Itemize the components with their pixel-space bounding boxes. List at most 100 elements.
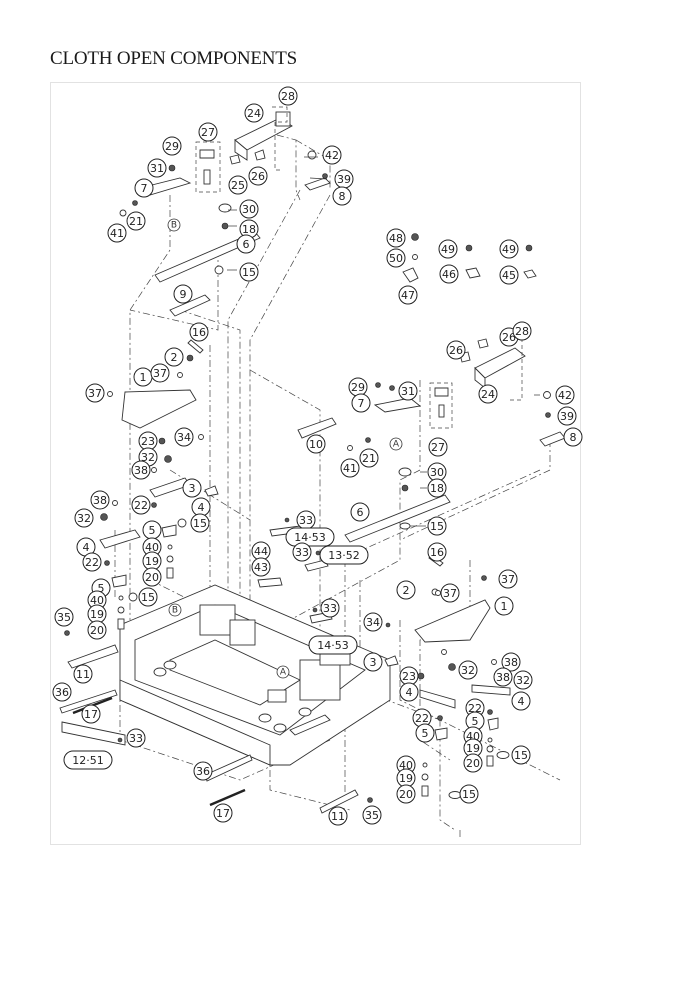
callout-part-49: 49 <box>438 239 458 259</box>
callout-label: 31 <box>401 385 415 398</box>
callout-bubble <box>399 682 419 702</box>
callout-bubble <box>174 427 194 447</box>
callout-part-20: 20 <box>87 620 107 640</box>
callout-bubble <box>173 284 193 304</box>
reference-label: A <box>393 440 400 450</box>
callout-part-36: 36 <box>193 761 213 781</box>
callout-bubble <box>244 103 264 123</box>
callout-label: 11 <box>331 810 345 823</box>
callout-label: 28 <box>515 325 529 338</box>
callout-bubble <box>439 264 459 284</box>
callout-bubble <box>63 750 113 770</box>
callout-label: 33 <box>295 546 309 559</box>
callout-part-6: 6 <box>350 502 370 522</box>
callout-part-24: 24 <box>478 384 498 404</box>
callout-label: 17 <box>84 708 98 721</box>
callout-label: 41 <box>343 462 357 475</box>
callout-part-17: 17 <box>213 803 233 823</box>
callout-bubble <box>512 321 532 341</box>
callout-label: 47 <box>401 289 415 302</box>
callout-label: 19 <box>90 608 104 621</box>
callout-part-5: 5 <box>142 520 162 540</box>
callout-label: 44 <box>254 545 268 558</box>
callout-label: 20 <box>466 757 480 770</box>
callout-bubble <box>126 211 146 231</box>
callout-label: 19 <box>466 742 480 755</box>
callout-part-1: 1 <box>133 367 153 387</box>
callout-label: 31 <box>150 162 164 175</box>
callout-bubble <box>150 363 170 383</box>
callout-label: 13·52 <box>328 549 360 562</box>
callout-part-26: 26 <box>446 340 466 360</box>
callout-bubble <box>362 805 382 825</box>
callout-part-21: 21 <box>359 448 379 468</box>
callout-part-30: 30 <box>239 199 259 219</box>
reference-marker-b: B <box>167 218 181 232</box>
callout-label: 16 <box>192 326 206 339</box>
callout-label: 39 <box>337 173 351 186</box>
callout-label: 20 <box>145 571 159 584</box>
callout-bubble <box>555 385 575 405</box>
callout-label: 8 <box>339 190 346 203</box>
callout-bubble <box>251 557 271 577</box>
callout-part-28: 28 <box>278 86 298 106</box>
callout-label: 9 <box>180 288 187 301</box>
callout-label: 4 <box>406 686 413 699</box>
callout-bubble <box>359 448 379 468</box>
callout-label: 6 <box>357 506 364 519</box>
callout-bubble <box>134 178 154 198</box>
callout-label: 24 <box>247 107 261 120</box>
callout-label: 34 <box>177 431 191 444</box>
callout-label: 27 <box>201 126 215 139</box>
callout-part-38: 38 <box>493 667 513 687</box>
callout-bubble <box>427 516 447 536</box>
callout-part-34: 34 <box>174 427 194 447</box>
callout-label: 2 <box>403 584 410 597</box>
reference-bubble <box>168 603 182 617</box>
callout-bubble <box>415 723 435 743</box>
callout-part-42: 42 <box>322 145 342 165</box>
callout-bubble <box>363 612 383 632</box>
callout-label: 15 <box>193 517 207 530</box>
callout-part-16: 16 <box>427 542 447 562</box>
callout-label: 43 <box>254 561 268 574</box>
callout-part-31: 31 <box>398 381 418 401</box>
callout-bubble <box>87 620 107 640</box>
callout-label: 15 <box>430 520 444 533</box>
callout-bubble <box>446 340 466 360</box>
callout-part-27: 27 <box>428 437 448 457</box>
callout-bubble <box>142 567 162 587</box>
callout-label: 21 <box>362 452 376 465</box>
callout-bubble <box>428 437 448 457</box>
callout-label: 19 <box>145 555 159 568</box>
callout-part-44: 44 <box>251 541 271 561</box>
callout-bubble <box>213 803 233 823</box>
callout-bubble <box>189 322 209 342</box>
callout-part-50: 50 <box>386 248 406 268</box>
callout-part-37: 37 <box>150 363 170 383</box>
callout-part-18: 18 <box>239 219 259 239</box>
callout-bubble <box>73 664 93 684</box>
callout-part-11: 11 <box>328 806 348 826</box>
callout-part-6: 6 <box>236 234 256 254</box>
callout-label: 26 <box>251 170 265 183</box>
callout-bubble <box>319 545 369 565</box>
callout-bubble <box>398 381 418 401</box>
callout-bubble <box>147 158 167 178</box>
callout-bubble <box>308 635 358 655</box>
callout-bubble <box>386 248 406 268</box>
callout-part-18: 18 <box>427 478 447 498</box>
callout-part-13-52: 13·52 <box>319 545 369 565</box>
callout-label: 35 <box>57 611 71 624</box>
callout-bubble <box>292 542 312 562</box>
callout-part-16: 16 <box>189 322 209 342</box>
callout-label: 39 <box>560 410 574 423</box>
callout-label: 6 <box>243 238 250 251</box>
callout-bubble <box>396 784 416 804</box>
callout-label: 38 <box>93 494 107 507</box>
callout-label: 21 <box>129 215 143 228</box>
callout-label: 37 <box>153 367 167 380</box>
callout-part-7: 7 <box>134 178 154 198</box>
